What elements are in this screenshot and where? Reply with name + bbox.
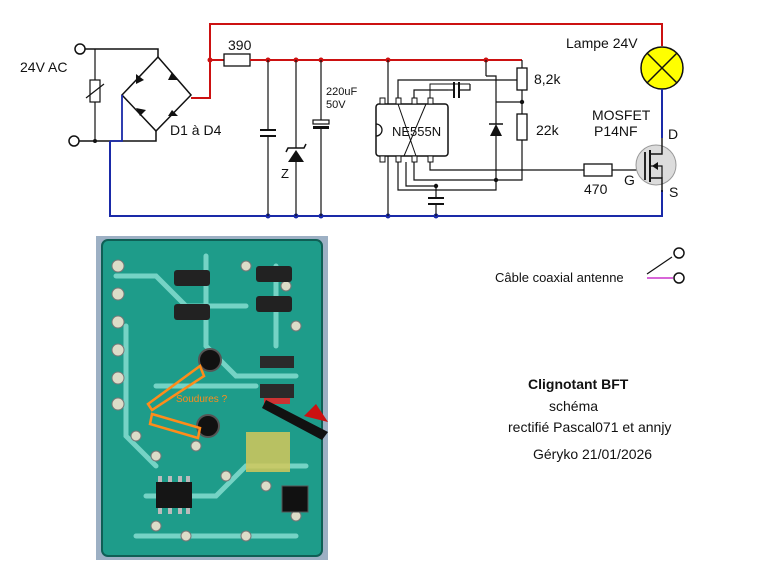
resistor-8k2 (496, 60, 528, 114)
mosfet (635, 138, 677, 192)
zener-label: Z (281, 166, 289, 181)
pcb-board (101, 239, 323, 557)
gate-resistor (583, 163, 645, 177)
resistor-390 (223, 53, 251, 67)
pcb-chip (156, 476, 192, 514)
lamp-label: Lampe 24V (566, 35, 638, 51)
cap-value-label: 220uF (326, 86, 357, 98)
source-label: S (669, 184, 678, 200)
mosfet-type-label: MOSFET (592, 107, 651, 123)
caption-line3: Géryko 21/01/2026 (533, 446, 653, 462)
coax-label: Câble coaxial antenne (495, 270, 624, 285)
pcb-photo: Soudures ? (96, 236, 328, 560)
coax-cable (646, 247, 685, 284)
caption-title: Clignotant BFT (528, 376, 629, 392)
pcb-note: Soudures ? (176, 394, 228, 405)
positive-rail (191, 23, 663, 99)
decoupling-capacitor (428, 197, 444, 216)
input-terminal-bottom (68, 135, 80, 147)
smd-diodes (174, 266, 294, 404)
ac-input (68, 43, 159, 147)
bridge-rectifier (110, 55, 193, 142)
ne555-ic (375, 60, 590, 216)
solder-area (246, 432, 290, 472)
gate-resistor-label: 470 (584, 181, 608, 197)
ic-label: NE555N (392, 124, 441, 139)
solder-highlights (146, 364, 206, 440)
resistor-22k (516, 113, 528, 141)
diode-vertical (485, 60, 503, 136)
mosfet-part-label: P14NF (594, 123, 638, 139)
caption-line2: rectifié Pascal071 et annjy (508, 419, 672, 435)
bridge-label: D1 à D4 (170, 122, 222, 138)
transistors (196, 348, 222, 438)
pcb-arrow (262, 400, 328, 440)
input-terminal-top (74, 43, 86, 55)
r2-label: 22k (536, 122, 560, 138)
lamp (640, 46, 684, 138)
zener-diode (285, 60, 307, 216)
gate-label: G (624, 172, 635, 188)
resistor-390-label: 390 (228, 37, 252, 53)
supply-label: 24V AC (20, 59, 67, 75)
electrolytic-capacitor (312, 60, 330, 216)
ceramic-capacitor (260, 60, 276, 216)
pcb-mosfet (281, 485, 309, 513)
cap-voltage-label: 50V (326, 99, 346, 111)
caption-line1: schéma (549, 398, 599, 414)
timing-capacitor (448, 82, 471, 98)
drain-label: D (668, 126, 678, 142)
r1-label: 8,2k (534, 71, 561, 87)
